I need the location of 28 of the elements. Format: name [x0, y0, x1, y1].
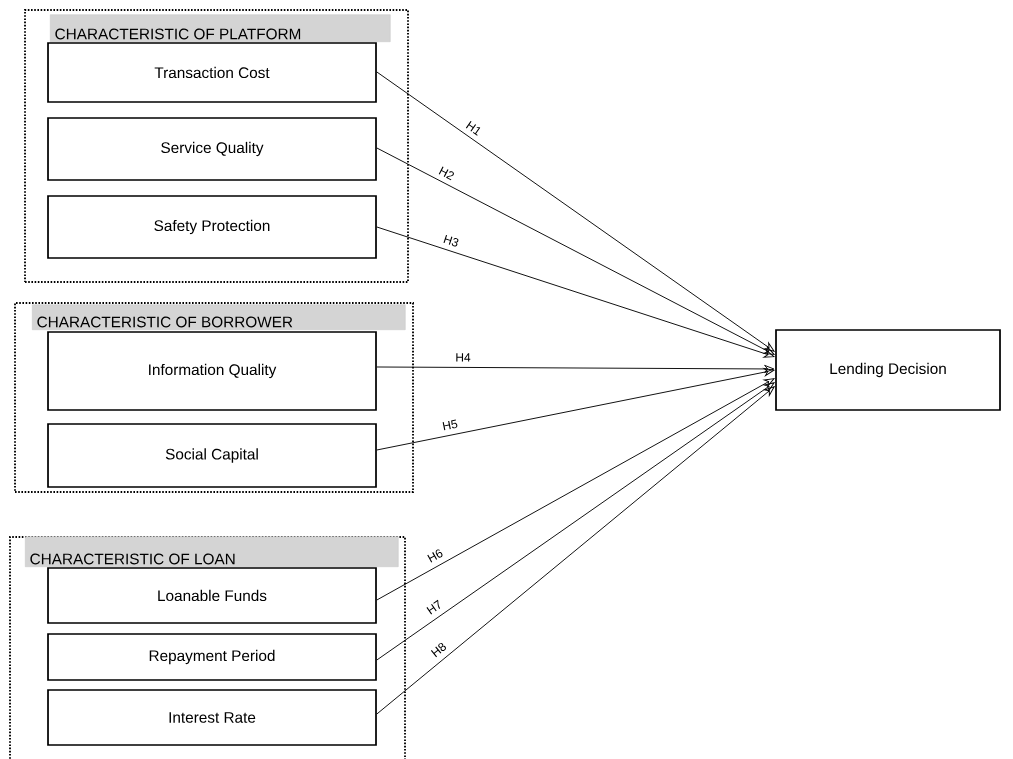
factor-box: Loanable Funds [47, 567, 377, 624]
arrow [376, 226, 775, 358]
factor-box: Transaction Cost [47, 42, 377, 103]
factor-box: Safety Protection [47, 195, 377, 259]
factor-box: Service Quality [47, 117, 377, 181]
edge-label: H8 [430, 642, 446, 658]
edge-label: H2 [438, 166, 454, 181]
edge-label: H7 [426, 599, 441, 615]
group-header: CHARACTERISTIC OF LOAN [25, 536, 399, 567]
arrow [376, 386, 775, 715]
arrow [376, 147, 775, 355]
arrow [376, 364, 775, 373]
factor-box: Lending Decision [775, 329, 1001, 411]
factor-box: Social Capital [47, 423, 377, 488]
arrow [376, 382, 775, 661]
group-header: CHARACTERISTIC OF PLATFORM [50, 14, 391, 42]
factor-box: Information Quality [47, 331, 377, 411]
edge-label: H3 [443, 234, 459, 247]
edge-label: H6 [427, 549, 443, 563]
arrow [376, 378, 775, 601]
arrow [376, 368, 775, 451]
factor-box: Interest Rate [47, 689, 377, 746]
edge-label: H4 [456, 353, 471, 362]
edge-label: H5 [442, 419, 458, 431]
factor-box: Repayment Period [47, 633, 377, 681]
arrow [376, 71, 775, 352]
edge-label: H1 [465, 120, 481, 136]
group-header: CHARACTERISTIC OF BORROWER [32, 304, 406, 330]
